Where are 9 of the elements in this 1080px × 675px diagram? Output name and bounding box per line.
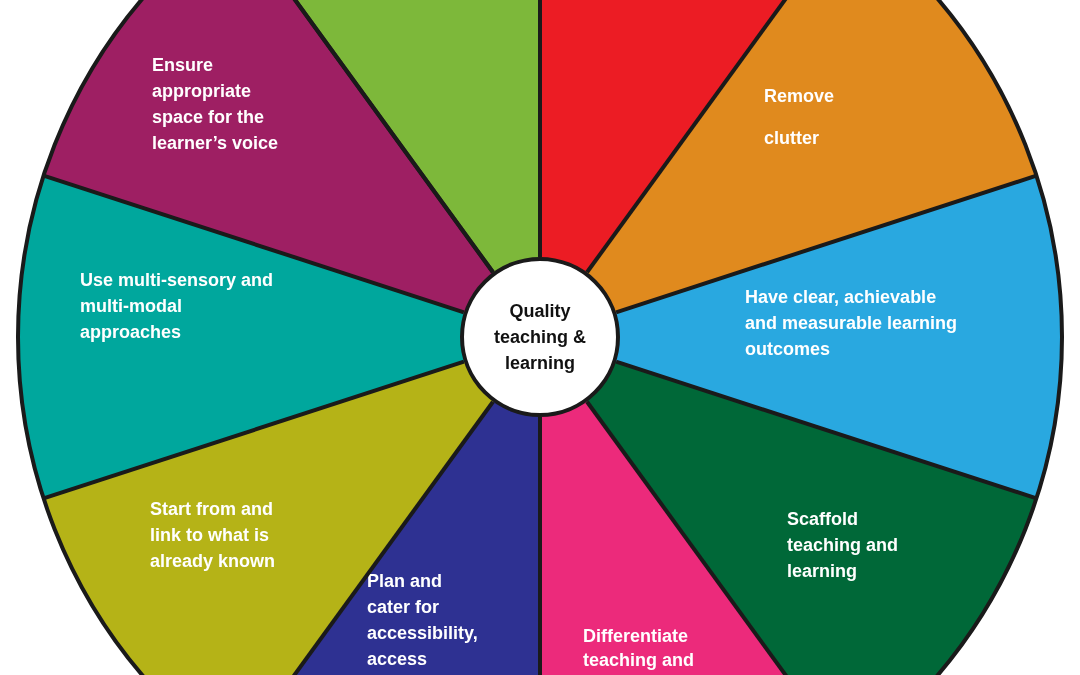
segment-label: Ensure appropriate space for the learner’s voice [152, 54, 280, 155]
segment-label: Scaffold teaching and learning [787, 508, 899, 583]
center-label: Quality teaching & learning [493, 300, 587, 375]
segment-label: Use multi-sensory and multi-modal approaches [80, 269, 275, 344]
segment-label: Have clear, achievable and measurable learning outcomes [745, 286, 959, 361]
segment-label: Remove clutter [764, 85, 836, 150]
segment-label: Differentiate teaching and [583, 625, 695, 672]
segment-label: Start from and link to what is already known [150, 498, 277, 573]
segment-label: Plan and cater for accessibility, access [367, 570, 479, 671]
